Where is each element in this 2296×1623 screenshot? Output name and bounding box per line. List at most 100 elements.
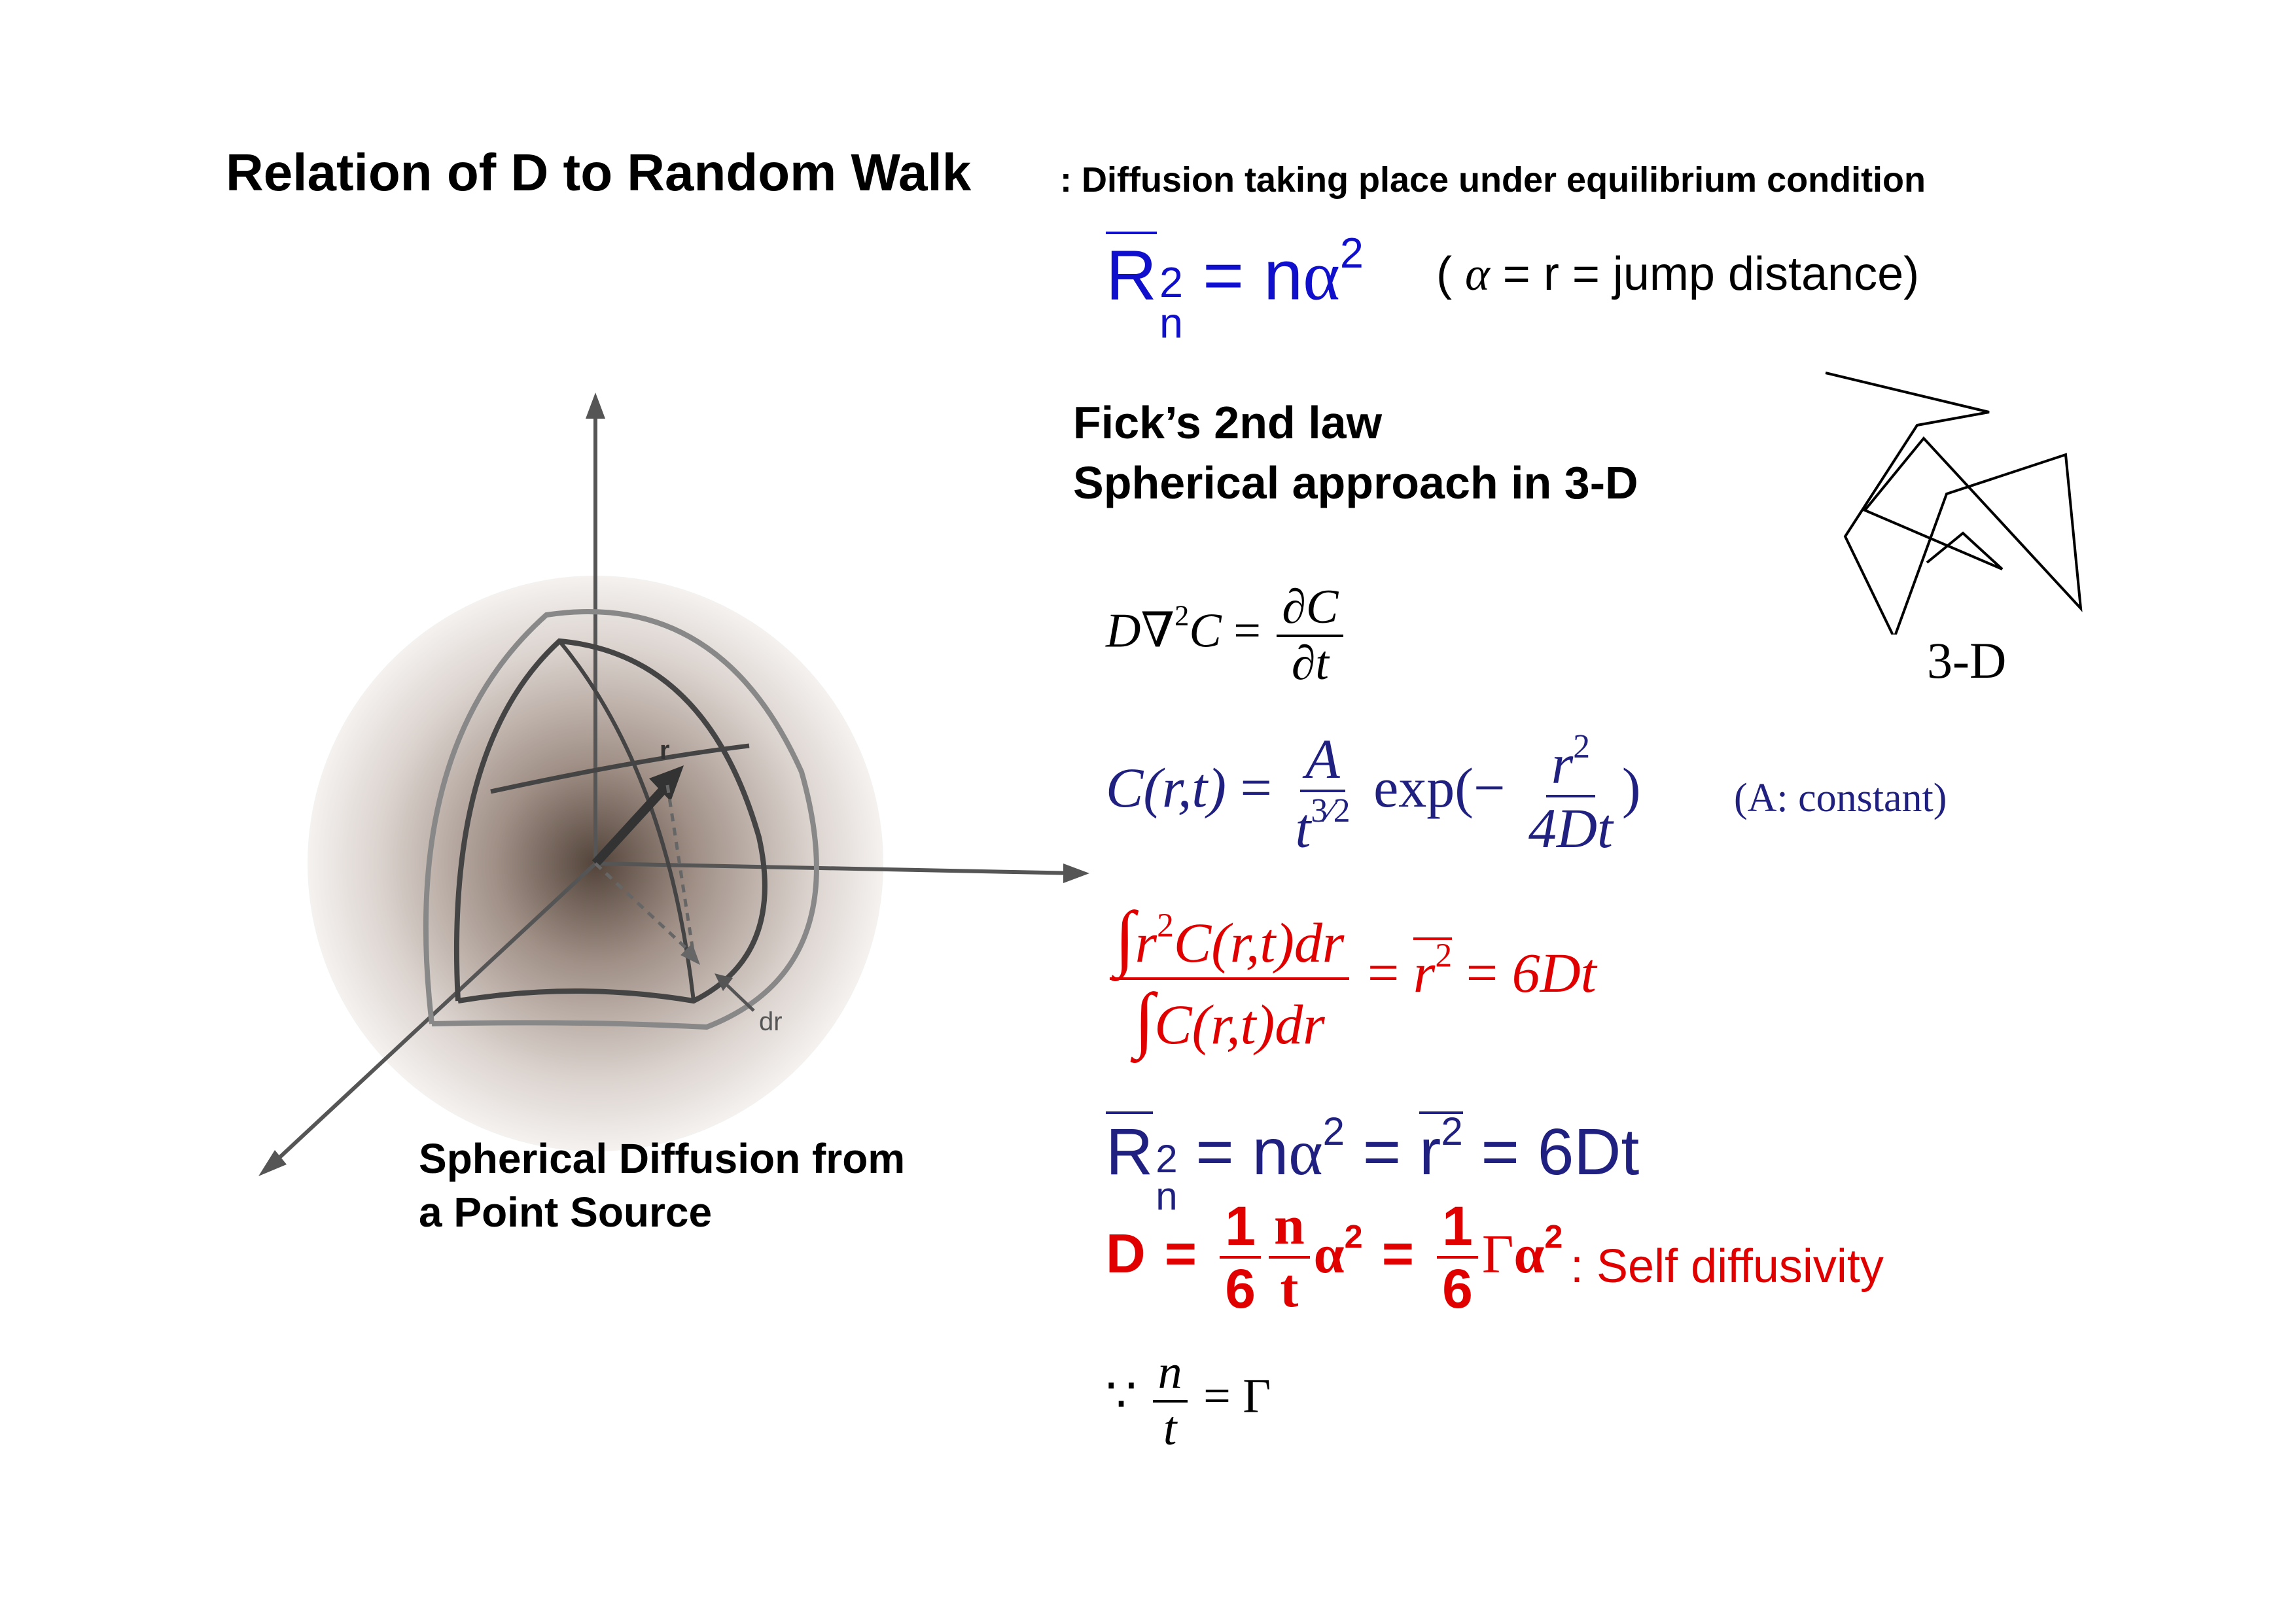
random-walk-3d-sketch — [1825, 372, 2083, 635]
y-axis-arrow-icon — [258, 1150, 287, 1176]
pde-num: ∂C — [1277, 582, 1344, 637]
jump-open: ( — [1436, 248, 1452, 300]
sd-frac-1: 1 6 — [1220, 1197, 1261, 1318]
pde-equals: = — [1233, 604, 1261, 658]
sd-alpha: α — [1313, 1224, 1345, 1285]
chain-r: r — [1419, 1115, 1441, 1189]
eq1-sub: n — [1159, 298, 1184, 347]
moment-num-r: r — [1135, 911, 1157, 974]
dr-pointer — [722, 980, 755, 1012]
sd-f1-den: 6 — [1225, 1258, 1256, 1320]
pde-sup: 2 — [1174, 599, 1190, 632]
dr-arrow-icon — [715, 973, 733, 991]
sol-equals: = — [1240, 756, 1272, 819]
spherical-diffusion-figure: r dr — [258, 393, 1089, 1176]
because-equation: ∵ n t = Γ — [1106, 1347, 1271, 1456]
figure-r-label: r — [660, 736, 670, 765]
sd-D: D — [1106, 1223, 1146, 1285]
eq1-alpha: α — [1303, 237, 1340, 315]
sol-fraction-2: r2 4Dt — [1523, 729, 1618, 858]
moment-eq1: = — [1367, 941, 1400, 1005]
sol-num2-sup: 2 — [1573, 728, 1591, 765]
chain-eq3: = — [1481, 1115, 1519, 1189]
x-axis — [595, 862, 1080, 875]
sd-alpha2-exp: 2 — [1544, 1217, 1563, 1255]
sol-close: ) — [1621, 756, 1641, 819]
fick-line-1: Fick’s 2nd law — [1073, 397, 1383, 448]
moment-num-rest: C(r,t)dr — [1173, 911, 1345, 974]
jump-distance-note: ( α = r = jump distance) — [1436, 247, 1919, 302]
jump-text: = r = jump distance) — [1489, 248, 1920, 300]
self-diffusivity-label: : Self diffusivity — [1570, 1240, 1884, 1293]
because-gamma: Γ — [1243, 1369, 1271, 1423]
pde-C: C — [1189, 604, 1222, 658]
sol-fraction-1: A t3⁄2 — [1290, 729, 1355, 858]
radius-vector — [592, 782, 671, 867]
moment-den-int: ∫ — [1134, 979, 1155, 1060]
x-axis-arrow-icon — [1063, 864, 1089, 883]
constant-note: (A: constant) — [1734, 776, 1947, 820]
sd-f2-num: n — [1268, 1196, 1310, 1259]
sol-den-t: t — [1295, 796, 1311, 860]
inner-octant — [454, 638, 768, 1004]
sol-den-exp: 3⁄2 — [1311, 792, 1351, 830]
because-num: n — [1152, 1347, 1188, 1403]
page-title: Relation of D to Random Walk — [226, 143, 972, 201]
sd-eq1: = — [1164, 1223, 1197, 1285]
sd-alpha-exp: 2 — [1344, 1217, 1363, 1255]
sd-f3-num: 1 — [1437, 1197, 1478, 1259]
radius-arrow-icon — [649, 765, 684, 801]
figure-caption: Spherical Diffusion from a Point Source — [419, 1132, 905, 1239]
sd-alpha2: α — [1513, 1224, 1545, 1285]
sd-f3-den: 6 — [1442, 1258, 1473, 1320]
fick-law-heading: Fick’s 2nd law Spherical approach in 3-D — [1073, 393, 1638, 513]
eq1-n: n — [1263, 235, 1303, 315]
caption-line-2: a Point Source — [419, 1189, 713, 1236]
chain-sup: 2 — [1156, 1137, 1178, 1181]
equator-arc — [490, 743, 750, 794]
concentration-solution: C(r,t) = A t3⁄2 exp(− r2 4Dt ) — [1106, 729, 1641, 858]
moment-num-sup: 2 — [1157, 907, 1174, 945]
sd-f1-num: 1 — [1220, 1197, 1261, 1259]
sol-lhs: C(r,t) — [1106, 756, 1226, 819]
moment-eq2: = — [1466, 941, 1498, 1005]
moment-fraction: ∫r2C(r,t)dr ∫C(r,t)dr — [1110, 899, 1350, 1058]
chain-n: n — [1252, 1115, 1289, 1189]
chain-r-exp: 2 — [1441, 1109, 1463, 1153]
moment-rbar-r: r — [1413, 941, 1436, 1005]
pde-fraction: ∂C ∂t — [1277, 582, 1344, 690]
because-equals: = — [1203, 1369, 1231, 1423]
page-subtitle: : Diffusion taking place under equilibri… — [1060, 160, 1926, 200]
sol-num2: r2 — [1545, 728, 1596, 797]
walk-3d-label: 3-D — [1927, 632, 2007, 689]
jump-alpha: α — [1465, 248, 1490, 300]
eq1-R: R — [1106, 231, 1157, 315]
projection-arrow-icon — [680, 943, 700, 965]
sd-frac-2: n t — [1268, 1196, 1310, 1319]
chain-eq1: = — [1195, 1115, 1234, 1189]
second-moment-equation: ∫r2C(r,t)dr ∫C(r,t)dr = r2 = 6Dt — [1106, 899, 1597, 1058]
moment-rbar-sup: 2 — [1435, 937, 1453, 975]
moment-den: ∫C(r,t)dr — [1129, 980, 1330, 1058]
chain-sub: n — [1156, 1174, 1178, 1218]
fick-pde-equation: D∇2C = ∂C ∂t — [1106, 582, 1347, 689]
because-fraction: n t — [1152, 1347, 1188, 1456]
sol-exp: exp(− — [1373, 756, 1506, 819]
figure-dr-label: dr — [759, 1007, 783, 1036]
chain-eq2: = — [1362, 1115, 1402, 1189]
because-den: t — [1163, 1401, 1177, 1456]
pde-lhs: D∇ — [1106, 604, 1175, 658]
because-symbol: ∵ — [1106, 1369, 1137, 1423]
random-walk-path — [1825, 372, 2083, 635]
pde-den: ∂t — [1291, 636, 1329, 690]
chain-R: R — [1106, 1111, 1154, 1189]
sd-f2-den: t — [1280, 1258, 1299, 1319]
fick-line-2: Spherical approach in 3-D — [1073, 457, 1638, 508]
sd-gamma: Γ — [1481, 1224, 1514, 1285]
moment-den-rest: C(r,t)dr — [1154, 993, 1325, 1056]
chain-alpha: α — [1288, 1116, 1323, 1189]
sd-eq2: = — [1381, 1223, 1414, 1285]
